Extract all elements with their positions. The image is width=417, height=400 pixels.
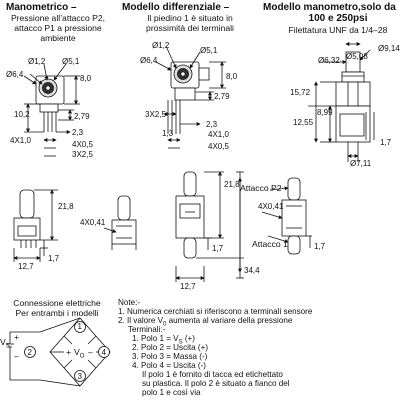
pole-3: 3. Polo 3 = Massa (-)	[132, 352, 208, 361]
g100-dim-d7-11: Ø7,11	[350, 159, 372, 168]
gauge-side-dim-4x0-41: 4X0,41	[80, 218, 106, 227]
gauge100-view	[308, 42, 375, 162]
diff-side2-dim-4x0-41: 4X0,41	[258, 202, 284, 211]
gauge-dim-8-0: 8,0	[80, 74, 92, 83]
differential-top-view	[155, 45, 226, 149]
footnote-3: polo 1 e così via	[142, 388, 201, 397]
gauge100-title-2: 100 e 250psi	[308, 13, 368, 24]
gauge-title: Manometrico –	[6, 2, 77, 13]
note-2: 2. Il valore V0 aumenta al variare della…	[118, 316, 293, 328]
vs-plus: +	[14, 332, 20, 342]
g100-dim-1-7: 1,7	[380, 138, 392, 147]
diff-dim-2-3: 2,3	[206, 120, 218, 129]
diff-side2-dim-1-7: 1,7	[314, 242, 326, 251]
gauge-side-view-2	[103, 195, 137, 250]
gauge100-title-1: Modello manometro,solo da	[263, 2, 396, 13]
pole-2: 2. Polo 2 = Uscita (+)	[132, 343, 209, 352]
diff-dim-1-3: 1,3	[162, 129, 174, 138]
differential-side-view	[175, 171, 244, 282]
vo-label: VO	[74, 347, 85, 360]
diff-dim-d1-2: Ø1,2	[152, 41, 170, 50]
diff-dim-8-0: 8,0	[226, 72, 238, 81]
g100-dim-d9-14: Ø9,14	[378, 44, 400, 53]
g100-dim-8-99: 8,99	[317, 108, 333, 117]
port-1-label: Attacco 1	[252, 239, 288, 249]
gauge-dim-d5-1: Ø5,1	[62, 57, 80, 66]
gauge-subtitle-3: ambiente	[40, 33, 76, 43]
node-2: 2	[27, 347, 32, 357]
g100-dim-15-72: 15,72	[290, 88, 311, 97]
diff-side-dim-1-7: 1,7	[212, 244, 224, 253]
vs-label: VS	[0, 337, 10, 350]
note-1: 1. Numerica cerchiati si riferiscono a t…	[118, 307, 313, 316]
g100-dim-12-55: 12,55	[293, 118, 314, 127]
gauge100-subtitle: Filettatura UNF da 1/4–28	[288, 25, 388, 35]
gauge-side-view	[13, 189, 58, 262]
gauge-top-view	[23, 63, 80, 157]
node-3: 3	[77, 371, 82, 381]
gauge-side-dim-21-8: 21,8	[58, 202, 74, 211]
terminals-heading: Terminali:-	[128, 325, 166, 334]
node-1: 1	[77, 322, 82, 331]
diff-dim-3x2-5: 3X2,5	[145, 110, 166, 119]
diff-side-dim-21-8: 21,8	[224, 180, 240, 189]
g100-dim-d5-08: Ø5,08	[346, 52, 368, 61]
diff-dim-d6-4: Ø6,4	[140, 56, 158, 65]
circuit-title-1: Connessione elettriche	[13, 298, 101, 308]
circuit-title-2: Per entrambi i modelli	[15, 308, 99, 318]
vo-minus: –	[88, 347, 93, 357]
gauge-dim-4x0-5: 4X0,5	[72, 140, 93, 149]
footnote-2: su plastica. Il polo 2 è situato a fianc…	[142, 379, 290, 388]
gauge-side-dim-1-7: 1,7	[48, 254, 60, 263]
gauge-subtitle-2: attacco P1 a pressione	[14, 23, 102, 33]
gauge-subtitle-1: Pressione all’attacco P2,	[10, 13, 106, 23]
footnote-1: Il polo 1 è fornito di tacca ed etichett…	[142, 370, 283, 379]
differential-side-view-2	[261, 177, 312, 255]
diff-side-dim-12-7: 12,7	[180, 282, 196, 291]
gauge-dim-3x2-5: 3X2,5	[72, 150, 93, 159]
vs-minus: –	[14, 351, 19, 361]
gauge-dim-2-3: 2,3	[72, 128, 84, 137]
gauge-dim-4x1-0: 4X1,0	[10, 136, 31, 145]
differential-subtitle-2: prossimità dei terminali	[146, 23, 234, 33]
gauge-dim-10-2: 10,2	[14, 110, 30, 119]
diff-dim-d5-1: Ø5,1	[200, 46, 218, 55]
gauge-dim-d1-2: Ø1,2	[28, 57, 46, 66]
gauge-dim-d6-4: Ø6,4	[6, 70, 24, 79]
diff-dim-2-79: 2,79	[214, 92, 230, 101]
pole-1: 1. Polo 1 = VS (+)	[132, 334, 195, 346]
vo-plus: +	[66, 347, 72, 357]
diff-dim-4x0-5: 4X0,5	[208, 142, 229, 151]
differential-title: Modello differenziale –	[122, 2, 230, 13]
notes-heading: Note:-	[118, 298, 141, 307]
diff-dim-4x1-0: 4X1,0	[208, 130, 229, 139]
gauge-dim-2-79: 2,79	[74, 112, 90, 121]
diff-side-dim-34-4: 34,4	[244, 266, 260, 275]
bridge-circuit	[6, 317, 111, 387]
g100-dim-d6-32: Ø6,32	[318, 56, 340, 65]
gauge-side-dim-12-7: 12,7	[18, 262, 34, 271]
port-p2-label: Attacco P2	[240, 183, 282, 193]
node-4: 4	[101, 347, 106, 357]
differential-subtitle-1: Il piedino 1 è situato in	[147, 13, 233, 23]
pole-4: 4. Polo 4 = Uscita (-)	[132, 361, 206, 370]
